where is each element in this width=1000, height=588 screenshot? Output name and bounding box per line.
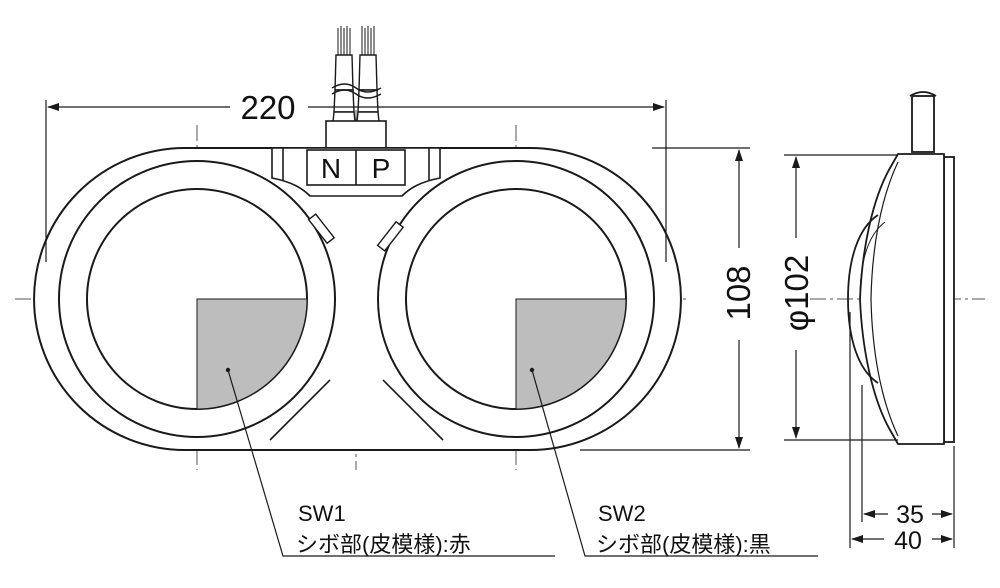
dimension-depth-outer-label: 40 bbox=[894, 527, 922, 555]
sw1-leader-line bbox=[227, 369, 555, 557]
dimension-width-label: 220 bbox=[240, 89, 295, 126]
connector-label-p: P bbox=[372, 153, 391, 184]
cable-right bbox=[358, 54, 378, 91]
side-view-back-plate bbox=[943, 156, 955, 443]
connector-label-n: N bbox=[321, 153, 341, 184]
dimension-108 bbox=[580, 147, 750, 451]
side-view-pedal-dome bbox=[847, 214, 879, 384]
side-view-body bbox=[859, 153, 945, 445]
callout-leaders bbox=[227, 369, 818, 557]
sw2-leader-line bbox=[531, 369, 818, 557]
dimension-diameter-label: φ102 bbox=[778, 255, 815, 331]
sw2-description: シボ部(皮模様):黒 bbox=[596, 532, 771, 557]
sw2-textured-area bbox=[515, 298, 627, 410]
sw2-title: SW2 bbox=[598, 501, 646, 526]
dimension-depth bbox=[849, 312, 955, 548]
side-view-cable bbox=[911, 95, 935, 153]
cable-strain-relief bbox=[325, 120, 387, 149]
left-pedal-ring bbox=[58, 160, 336, 438]
ring-clips bbox=[307, 213, 405, 252]
dimension-height-label: 108 bbox=[720, 265, 757, 320]
dimension-diameter bbox=[784, 154, 898, 441]
side-view bbox=[847, 91, 955, 445]
dimension-depth-inner-label: 35 bbox=[896, 501, 924, 529]
sw1-textured-area bbox=[196, 298, 308, 410]
right-pedal-ring bbox=[377, 160, 655, 438]
dimension-220 bbox=[45, 100, 667, 262]
sw1-title: SW1 bbox=[298, 501, 346, 526]
sw1-description: シボ部(皮模様):赤 bbox=[296, 532, 471, 557]
cables bbox=[331, 26, 382, 123]
